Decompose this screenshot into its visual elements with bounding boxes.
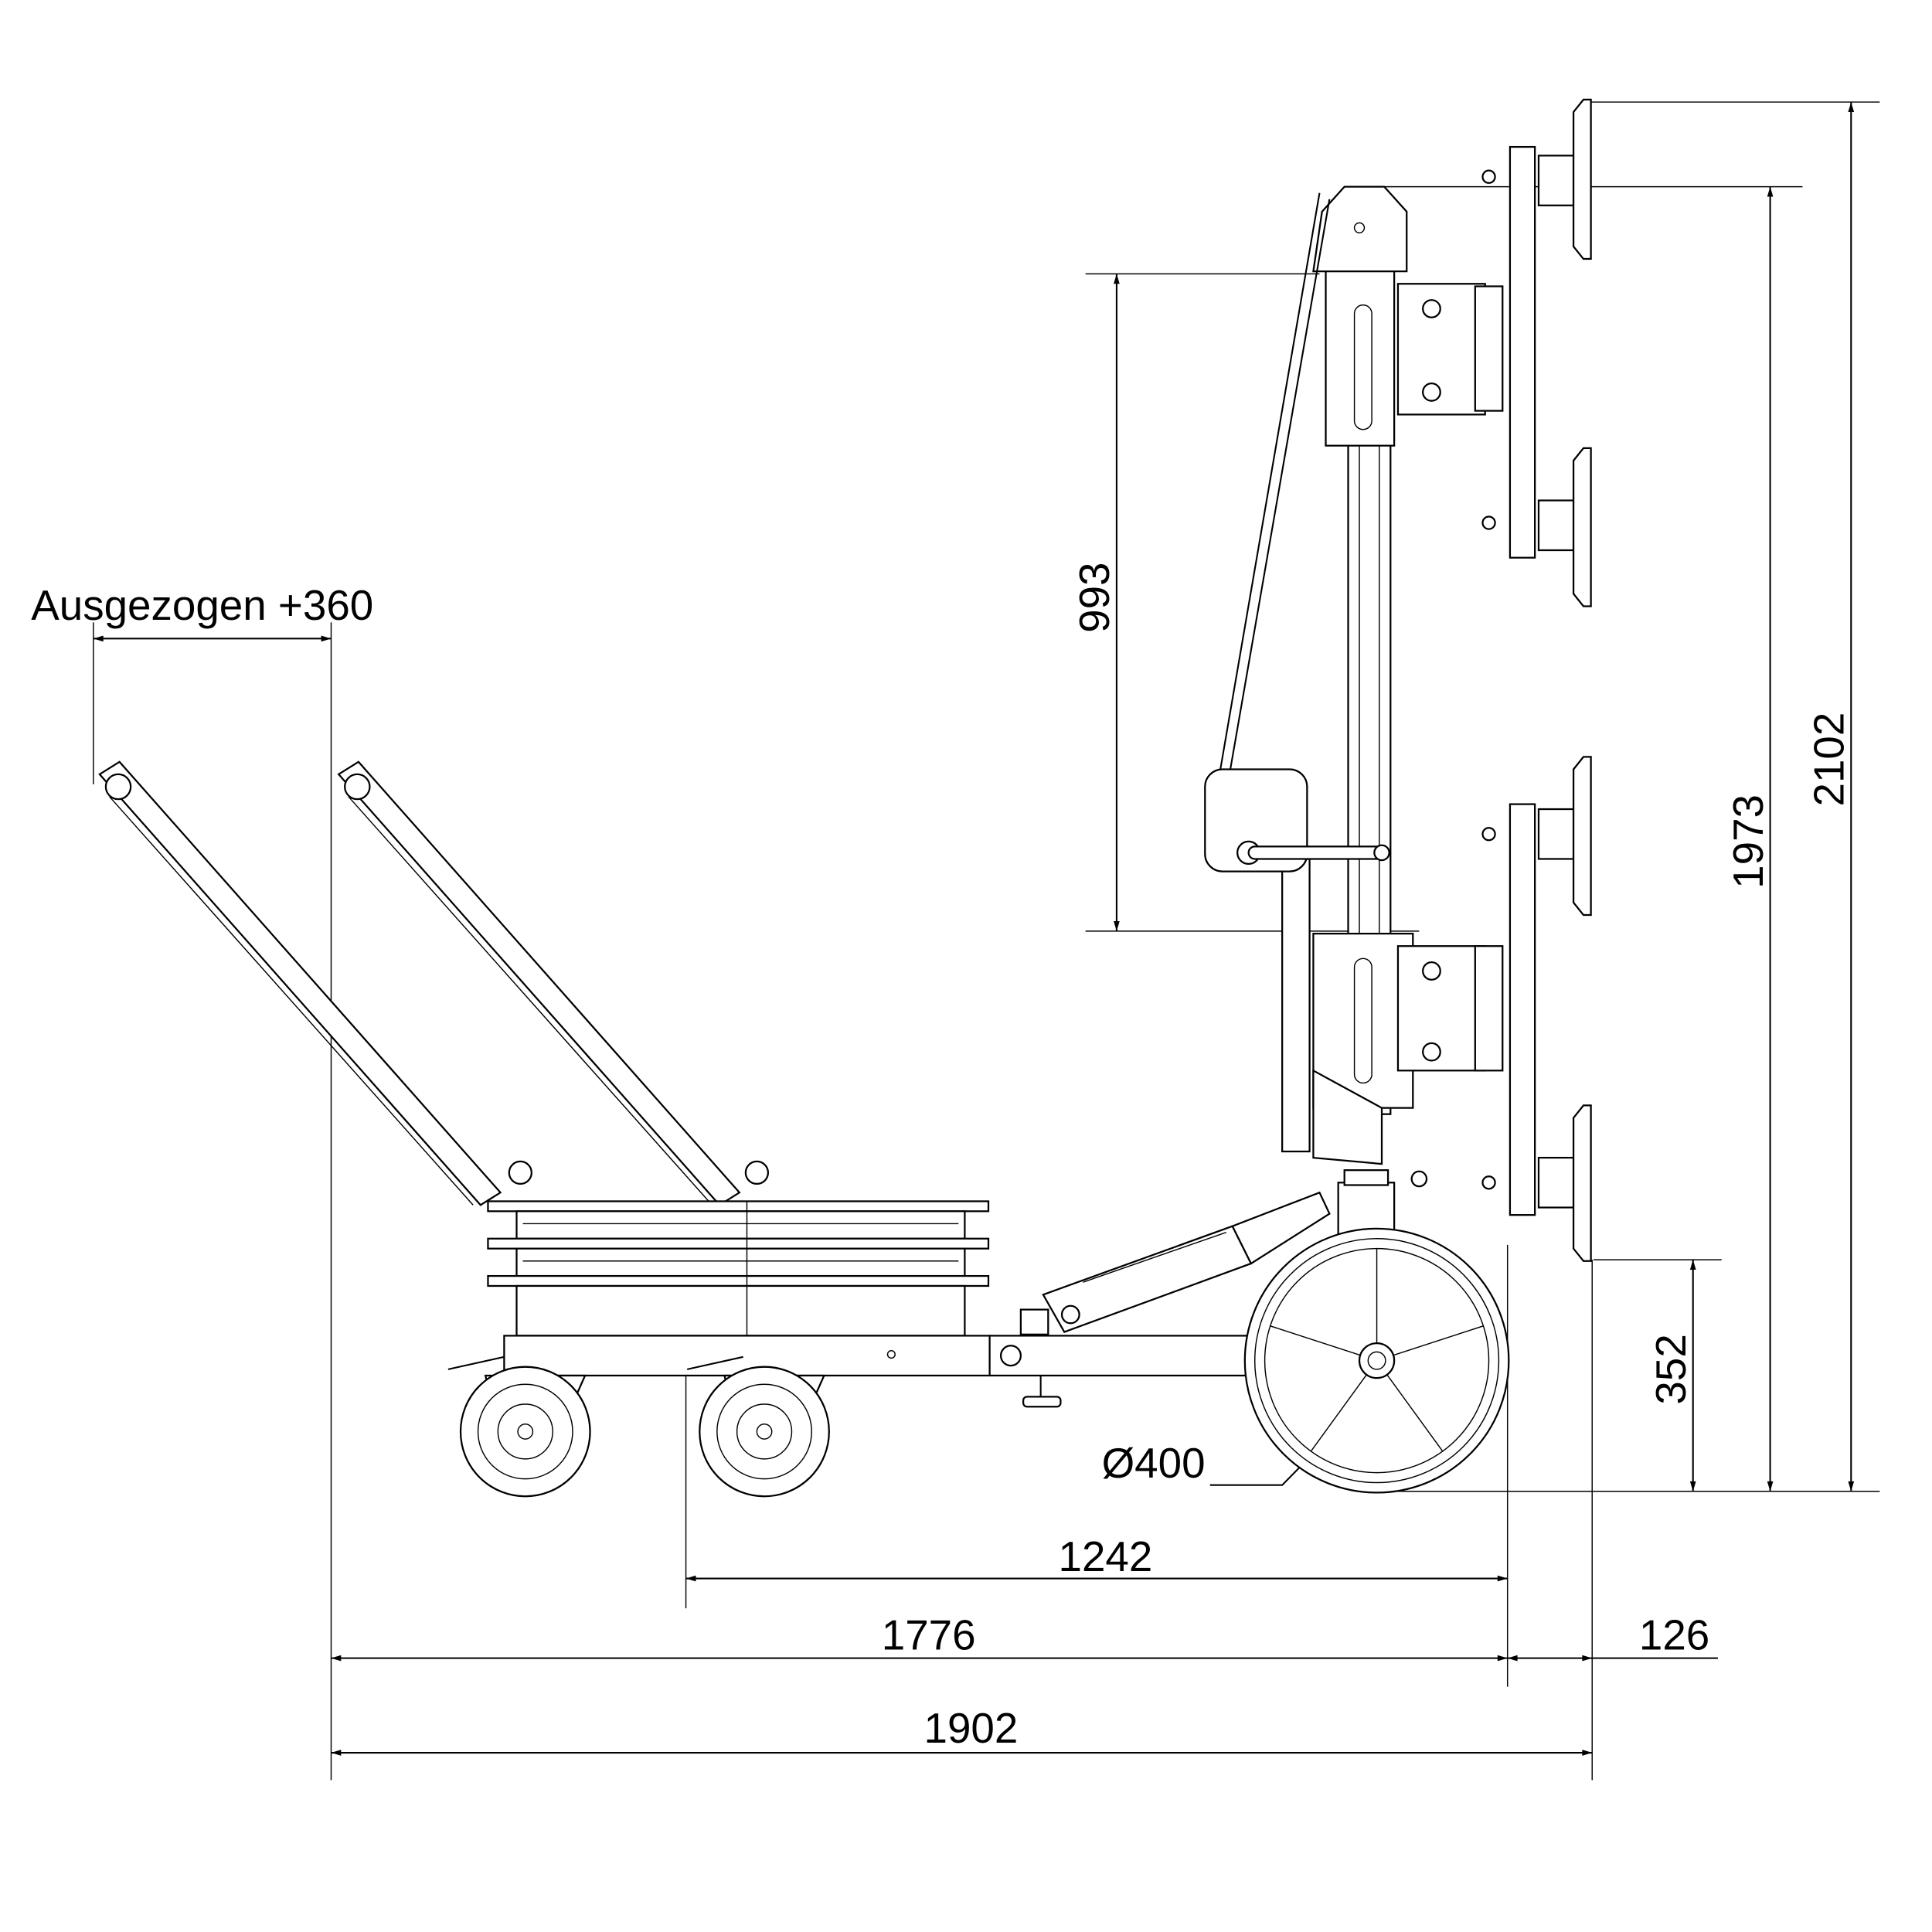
dim-wheel-diameter: Ø400 [1102,1439,1206,1487]
suction-pad-2 [1481,447,1592,607]
extension-lines [93,101,1880,1781]
chassis-beam [988,1169,1428,1408]
suction-pads [1481,98,1592,1262]
dim-1776: 1776 [882,1611,976,1658]
dimension-lines [93,102,1855,1756]
caster-left [447,1355,591,1498]
dim-2102: 2102 [1805,713,1853,807]
main-wheel [1243,1227,1510,1494]
suction-pad-1 [1481,98,1592,260]
caster-right [686,1355,830,1498]
mast [1204,185,1414,1165]
dim-352: 352 [1647,1334,1695,1404]
dim-1973: 1973 [1724,794,1772,889]
dim-126: 126 [1639,1611,1709,1658]
dim-1902: 1902 [924,1704,1019,1752]
dim-993: 993 [1070,563,1118,633]
dim-1242: 1242 [1059,1532,1153,1580]
suction-frame [1396,145,1536,1216]
push-handles [98,760,770,1206]
suction-pad-4 [1481,1104,1592,1262]
extended-label: Ausgezogen +360 [31,581,373,629]
counterweight-platform [487,1200,991,1377]
suction-pad-3 [1481,756,1592,917]
